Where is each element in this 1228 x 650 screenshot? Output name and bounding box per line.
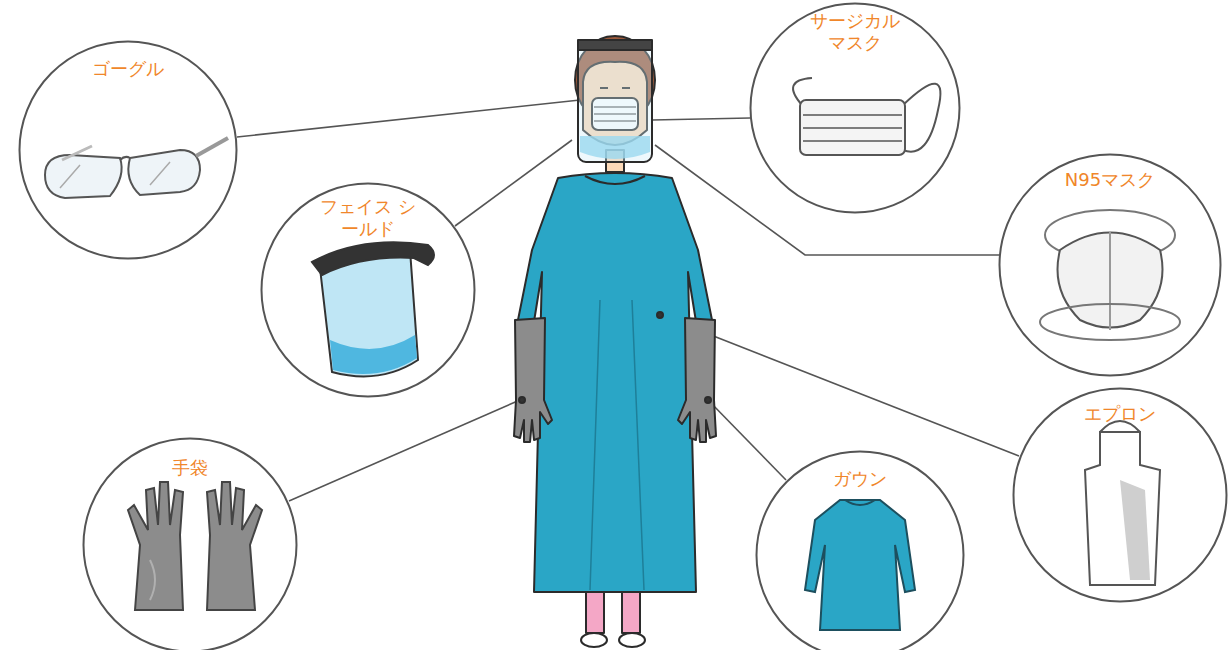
item-label: N95マスク	[1065, 169, 1155, 191]
health-worker-figure-part	[578, 40, 652, 50]
goggles-illustration-part	[196, 138, 228, 156]
ppe-item-circle: フェイス シールド	[260, 182, 476, 398]
health-worker-figure-part	[585, 176, 645, 184]
circle-shape	[1014, 389, 1227, 602]
item-label: エプロン	[1084, 403, 1156, 425]
health-worker-figure-part	[705, 397, 711, 403]
label-group: ゴーグル	[18, 58, 238, 80]
face-shield-illustration-part	[330, 335, 417, 374]
gloves-illustration-part	[128, 482, 183, 610]
surgical-mask-illustration-part	[793, 78, 812, 105]
apron-illustration	[1085, 421, 1160, 585]
gloves-illustration	[128, 482, 262, 610]
n95-mask-illustration	[1040, 210, 1180, 340]
goggles-illustration-part	[128, 150, 200, 195]
label-group: N95マスク	[998, 169, 1222, 191]
health-worker-figure-part	[519, 397, 525, 403]
n95-mask-illustration-part	[1045, 210, 1175, 260]
ppe-item-circle: ガウン	[755, 450, 965, 650]
health-worker-figure-part	[578, 40, 652, 162]
apron-illustration-part	[1085, 432, 1160, 585]
ppe-item-circle: エプロン	[1012, 387, 1228, 603]
apron-illustration-part	[1100, 421, 1140, 432]
face-shield-illustration-part	[320, 250, 418, 376]
surgical-mask-illustration-part	[803, 127, 902, 128]
face-shield-illustration-part	[312, 242, 434, 275]
n95-mask-illustration-part	[1058, 233, 1163, 328]
surgical-mask-illustration-part	[803, 114, 902, 115]
apron-illustration-part	[1120, 480, 1150, 580]
face-shield-illustration	[312, 242, 434, 376]
item-label: 手袋	[172, 457, 208, 479]
ppe-item-circle: N95マスク	[998, 153, 1222, 377]
label-group: ガウン	[755, 468, 965, 490]
leader-lines-part	[708, 400, 786, 480]
leader-lines-part	[289, 400, 520, 501]
leader-lines-part	[237, 100, 580, 137]
goggles-illustration-part	[62, 146, 92, 160]
health-worker-figure-part	[657, 312, 663, 318]
goggles-illustration-part	[120, 157, 130, 160]
leader-lines-part	[652, 118, 750, 120]
surgical-mask-illustration	[793, 78, 940, 155]
circle-shape	[84, 439, 297, 650]
health-worker-figure-part	[514, 318, 552, 442]
gown-illustration	[805, 500, 915, 630]
surgical-mask-illustration-part	[800, 100, 905, 155]
item-label: サージカル マスク	[803, 10, 907, 54]
label-group: フェイス シールド	[260, 196, 476, 240]
goggles-illustration-part	[45, 155, 122, 198]
gown-illustration-part	[845, 500, 875, 505]
health-worker-figure-part	[516, 173, 714, 592]
health-worker-figure-part	[590, 300, 644, 590]
circle-shape	[751, 4, 960, 213]
label-group: エプロン	[1012, 403, 1228, 425]
circle-shape	[1000, 155, 1221, 376]
goggles-illustration-part	[60, 162, 170, 188]
surgical-mask-illustration-part	[803, 140, 902, 141]
health-worker-figure-part	[581, 633, 607, 647]
health-worker-figure-part	[619, 633, 645, 647]
surgical-mask-illustration-part	[903, 84, 940, 152]
circle-shape	[20, 42, 237, 259]
goggles-illustration	[45, 138, 228, 198]
circle-shape	[757, 452, 964, 650]
label-group: 手袋	[82, 457, 298, 479]
n95-mask-illustration-part	[1040, 304, 1180, 340]
circle-shape	[262, 184, 475, 397]
ppe-item-circle: サージカル マスク	[749, 2, 961, 214]
n95-mask-illustration-part	[1109, 232, 1111, 330]
health-worker-figure-part	[678, 318, 716, 442]
ppe-item-circle: 手袋	[82, 437, 298, 650]
item-label: ゴーグル	[92, 58, 164, 80]
health-worker-figure	[514, 36, 716, 647]
ppe-item-circle: ゴーグル	[18, 40, 238, 260]
item-label: フェイス シールド	[316, 196, 420, 240]
gloves-illustration-part	[150, 560, 155, 600]
item-label: ガウン	[833, 468, 887, 490]
gown-illustration-part	[805, 500, 915, 630]
leader-lines-part	[660, 315, 1019, 456]
label-group: サージカル マスク	[749, 10, 961, 54]
gloves-illustration-part	[207, 482, 262, 610]
